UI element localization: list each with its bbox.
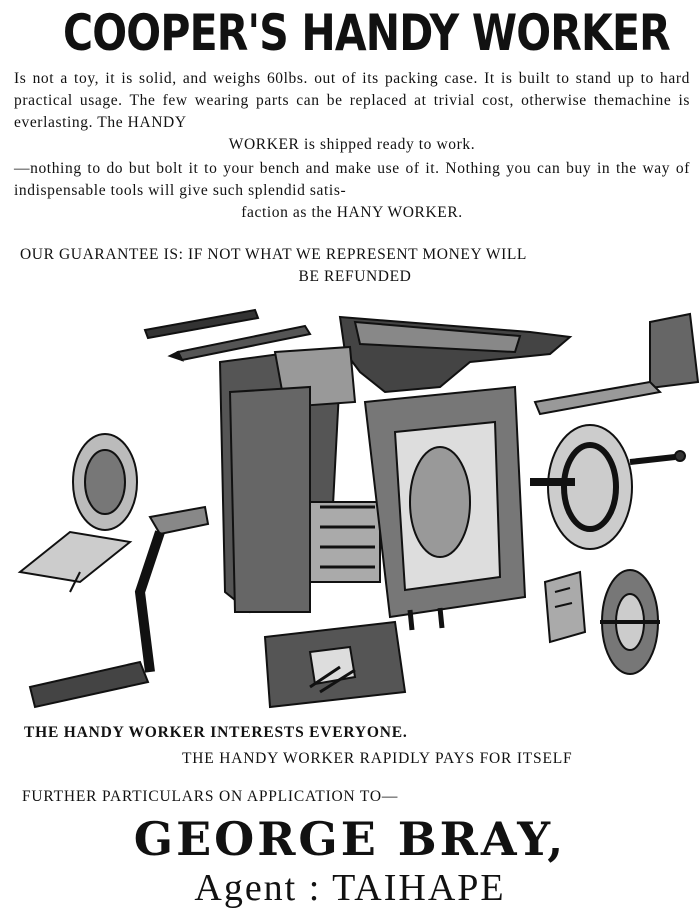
- handwheel-icon: [530, 424, 686, 550]
- tagline-2: THE HANDY WORKER RAPIDLY PAYS FOR ITSELF: [182, 750, 573, 767]
- paragraph-2-line: —nothing to do but bolt it to your bench…: [14, 160, 532, 177]
- anvil-icon: [338, 315, 573, 394]
- paragraph-2: —nothing to do but bolt it to your bench…: [14, 158, 690, 224]
- guarantee-line-2: BE REFUNDED: [298, 268, 412, 285]
- chisel-tool-icon: [143, 308, 312, 362]
- clamp-icon: [543, 570, 587, 644]
- handy-worker-machine-illustration: [17, 308, 700, 709]
- tagline-1: THE HANDY WORKER INTERESTS EVERYONE.: [24, 724, 408, 741]
- bench-bracket-icon: [533, 312, 700, 416]
- guarantee: OUR GUARANTEE IS: IF NOT WHAT WE REPRESE…: [20, 244, 690, 288]
- agent-name: GEORGE BRAY,: [133, 812, 567, 866]
- agent-location: Agent : TAIHAPE: [194, 867, 506, 909]
- paragraph-1-last-line: WORKER is shipped ready to work.: [228, 136, 476, 153]
- paragraph-1-line: replaced at trivial cost, otherwise them…: [14, 92, 690, 131]
- paragraph-1: Is not a toy, it is solid, and weighs 60…: [14, 68, 690, 156]
- grinding-wheel-icon: [17, 433, 138, 593]
- polishing-wheel-icon: [600, 569, 660, 675]
- crank-handle-icon: [28, 505, 210, 709]
- machine-body-icon: [218, 345, 381, 614]
- guarantee-line-1: OUR GUARANTEE IS: IF NOT WHAT WE REPRESE…: [20, 246, 527, 263]
- frame-icon: [363, 385, 527, 631]
- paragraph-1-line: Is not a toy, it is solid, and weighs 60…: [14, 70, 513, 87]
- paragraph-2-line: can buy in the way of indispensable tool…: [14, 160, 690, 199]
- particulars: FURTHER PARTICULARS ON APPLICATION TO—: [22, 788, 399, 805]
- headline: COOPER'S HANDY WORKER: [63, 4, 671, 62]
- paragraph-2-last-line: faction as the HANY WORKER.: [241, 204, 463, 221]
- vise-icon: [263, 620, 407, 709]
- paragraph-1-line: built to stand up to hard practical usag…: [14, 70, 691, 109]
